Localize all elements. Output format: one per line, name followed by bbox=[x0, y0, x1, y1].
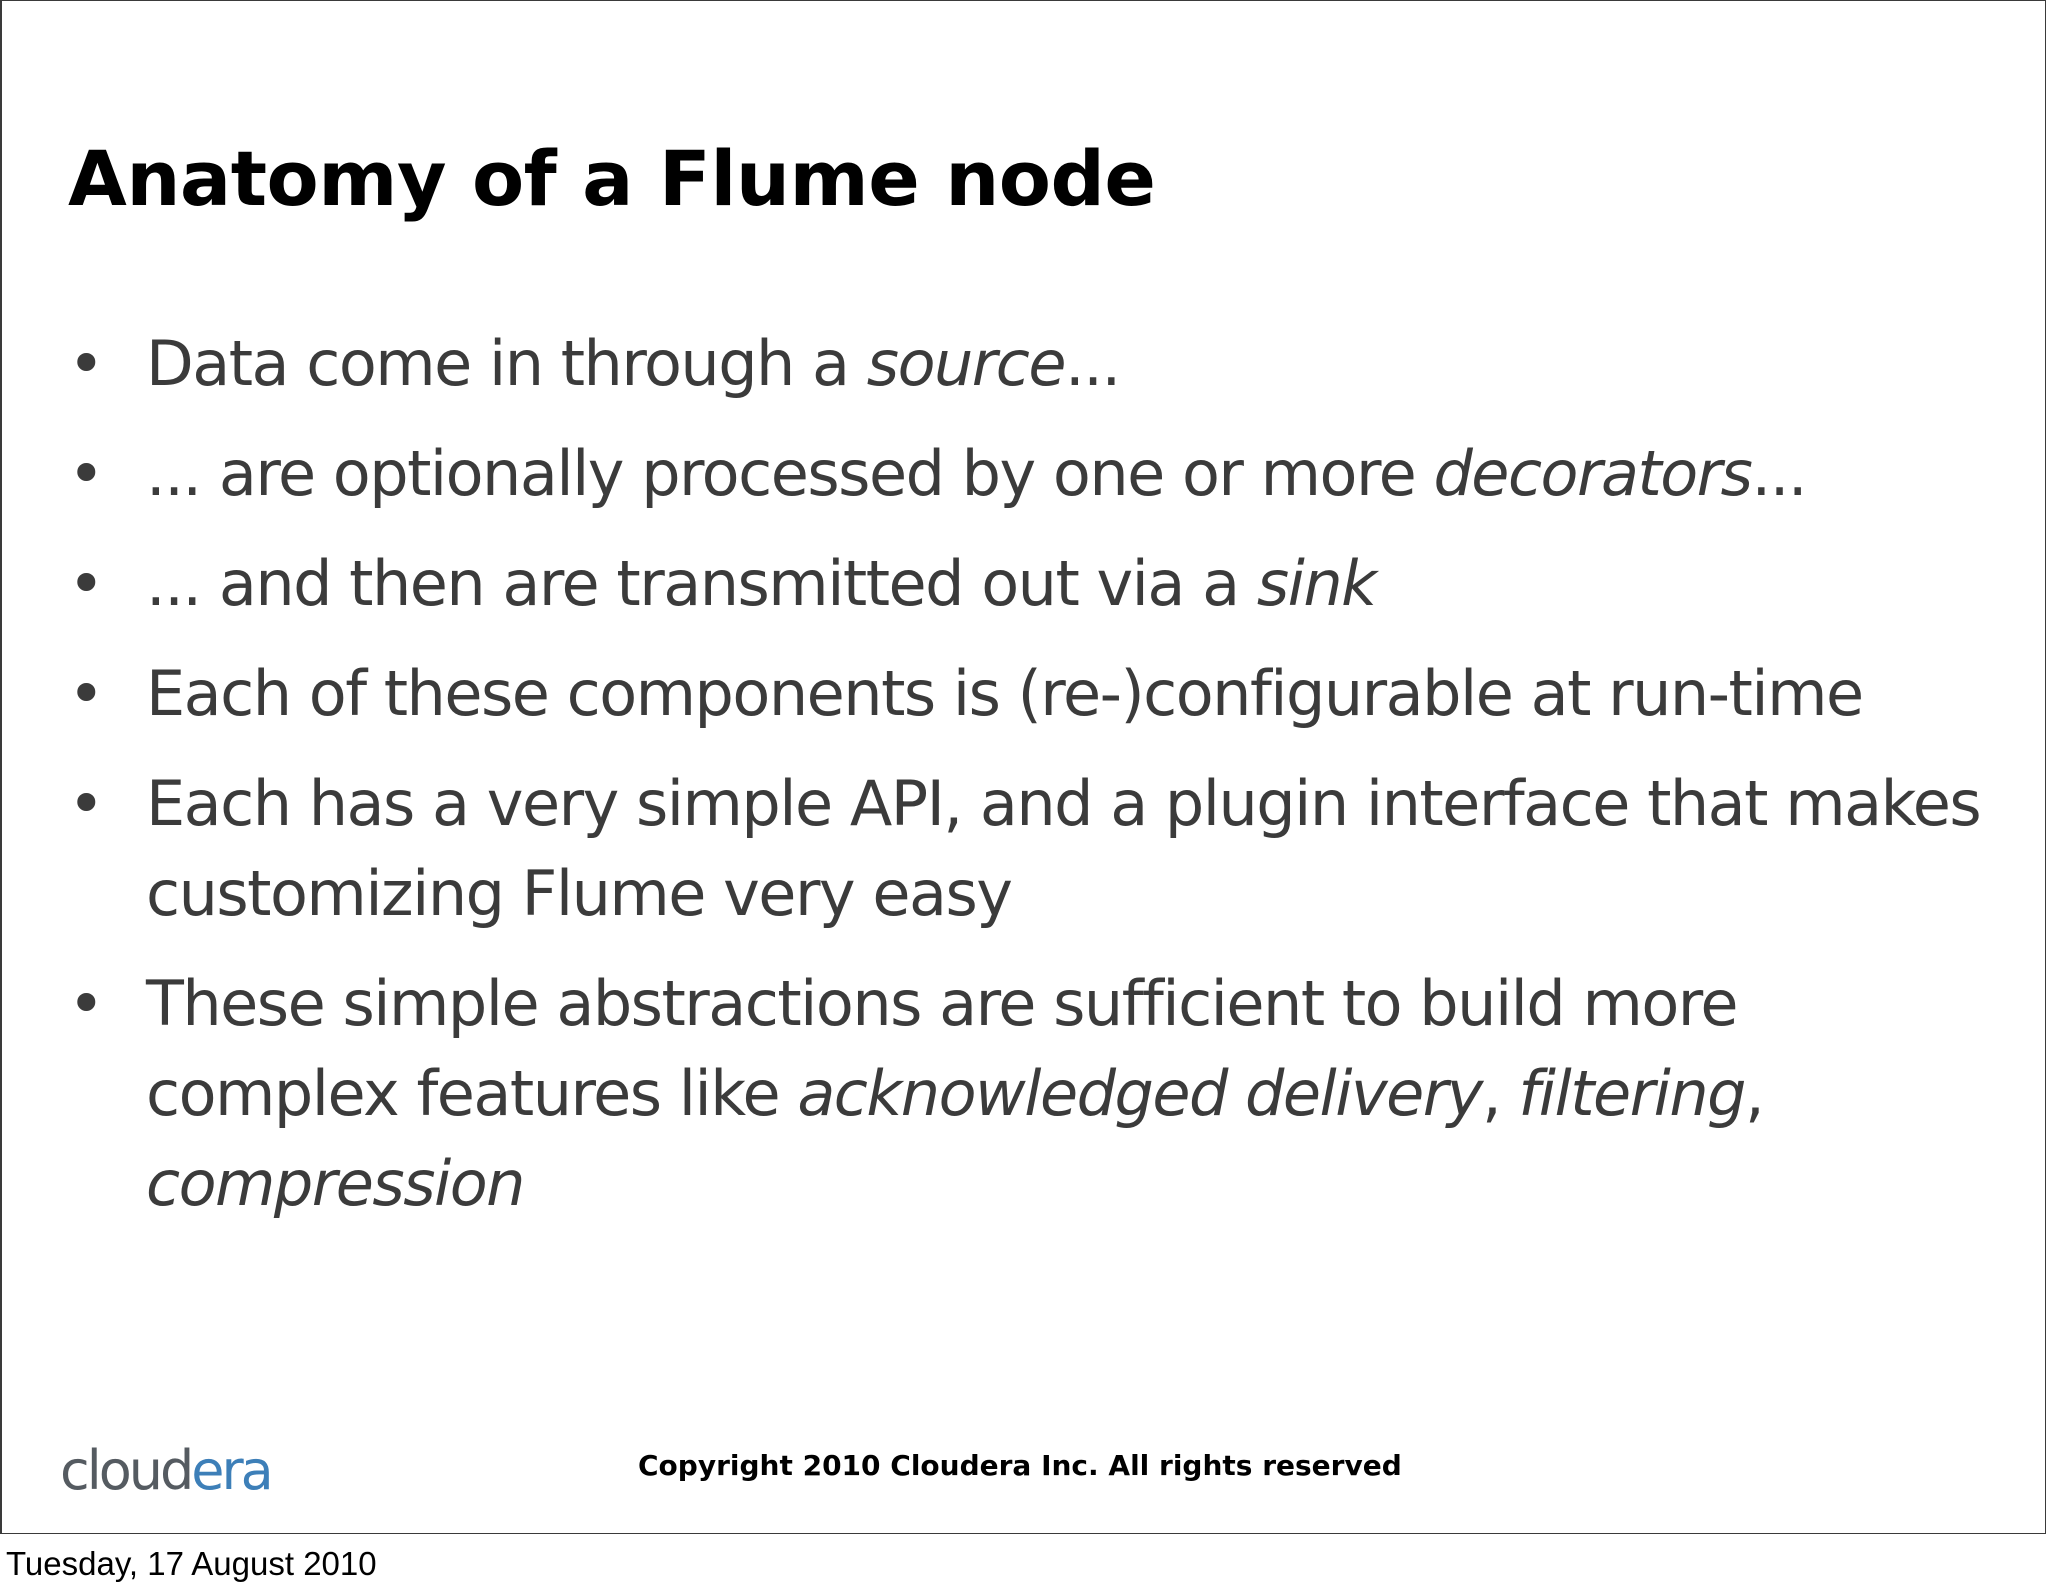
bullet-dot-icon: • bbox=[68, 767, 105, 840]
bullet-dot-icon: • bbox=[68, 547, 105, 620]
bullet-item-abstractions: •These simple abstractions are sufficien… bbox=[68, 959, 1998, 1229]
logo-part-era: era bbox=[191, 1439, 273, 1502]
bullet-item-api: •Each has a very simple API, and a plugi… bbox=[68, 759, 1998, 939]
bullet-dot-icon: • bbox=[68, 967, 105, 1040]
bullet-item-source: •Data come in through a source... bbox=[68, 319, 1998, 409]
bullet-item-configurable: •Each of these components is (re-)config… bbox=[68, 649, 1998, 739]
term-source: source bbox=[866, 327, 1067, 400]
logo-part-cloud: cloud bbox=[60, 1439, 194, 1502]
bullet-list: •Data come in through a source... •... a… bbox=[68, 319, 1998, 1249]
term-compression: compression bbox=[146, 1147, 525, 1220]
term-filtering: filtering bbox=[1518, 1057, 1746, 1130]
bullet-dot-icon: • bbox=[68, 657, 105, 730]
bullet-item-sink: •... and then are transmitted out via a … bbox=[68, 539, 1998, 629]
term-acknowledged-delivery: acknowledged delivery bbox=[797, 1057, 1483, 1130]
copyright-notice: Copyright 2010 Cloudera Inc. All rights … bbox=[638, 1449, 1402, 1482]
bullet-item-decorators: •... are optionally processed by one or … bbox=[68, 429, 1998, 519]
slide: Anatomy of a Flume node •Data come in th… bbox=[0, 0, 2046, 1534]
cloudera-logo: cloudera bbox=[60, 1439, 274, 1502]
term-decorators: decorators bbox=[1433, 437, 1753, 510]
bullet-dot-icon: • bbox=[68, 327, 105, 400]
term-sink: sink bbox=[1256, 547, 1377, 620]
bullet-dot-icon: • bbox=[68, 437, 105, 510]
slide-title: Anatomy of a Flume node bbox=[68, 134, 1156, 223]
date-caption: Tuesday, 17 August 2010 bbox=[6, 1545, 377, 1582]
